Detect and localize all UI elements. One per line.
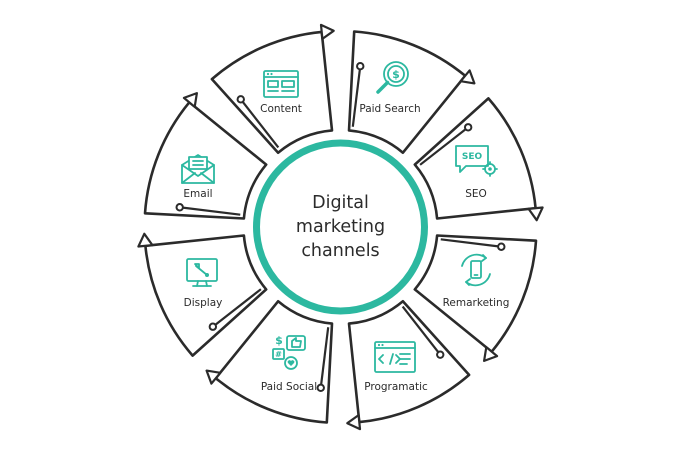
phone-cycle-icon — [461, 253, 491, 287]
center-hub: Digital marketing channels — [253, 139, 428, 315]
arrowhead-email — [319, 23, 335, 40]
connector-remarketing — [401, 305, 442, 356]
channel-label-display: Display — [184, 297, 223, 309]
channel-label-content: Content — [260, 103, 302, 115]
segment-seo — [413, 234, 538, 353]
connector-dot-seo — [497, 242, 506, 251]
connector-paid-social — [212, 288, 262, 328]
social-like-icon: $ # — [272, 334, 306, 370]
magnifier-dollar-icon: $ — [376, 61, 409, 94]
monitor-icon — [186, 258, 218, 287]
arrowhead-content — [459, 69, 476, 85]
channel-label-paid-search: Paid Search — [359, 103, 420, 115]
channel-label-programatic: Programatic — [364, 381, 428, 393]
connector-dot-paid-social — [208, 322, 218, 331]
center-title-line-1: Digital — [312, 193, 369, 213]
connector-seo — [440, 238, 502, 248]
arrowhead-remarketing — [346, 414, 362, 431]
svg-text:SEO: SEO — [462, 152, 483, 162]
segment-remarketing — [347, 300, 471, 424]
channel-label-seo: SEO — [465, 188, 487, 200]
connector-paid-search — [419, 126, 469, 166]
arrowhead-paid-search — [527, 206, 544, 222]
center-title-line-3: channels — [301, 241, 379, 261]
connector-dot-remarketing — [436, 350, 445, 359]
connector-programatic — [319, 327, 330, 388]
segment-programatic — [214, 300, 334, 424]
arrowhead-paid-social — [137, 232, 154, 248]
channel-label-paid-social: Paid Social — [261, 381, 317, 393]
browser-layout-icon — [263, 70, 299, 98]
segment-email — [210, 30, 334, 154]
arrowhead-programatic — [205, 369, 222, 385]
channel-label-remarketing: Remarketing — [443, 297, 510, 309]
connector-email — [239, 98, 280, 149]
svg-text:$: $ — [392, 68, 400, 81]
connector-dot-email — [236, 95, 245, 104]
arrowhead-display — [182, 92, 198, 108]
svg-text:$: $ — [275, 334, 283, 347]
channel-label-email: Email — [183, 188, 212, 200]
connector-dot-content — [356, 62, 365, 71]
segment-paid-social — [144, 234, 268, 357]
seo-chat-gear-icon: SEO — [455, 145, 498, 177]
connector-dot-programatic — [316, 383, 325, 392]
center-ring — [253, 139, 428, 315]
connector-dot-paid-search — [463, 123, 473, 132]
code-window-icon — [374, 341, 416, 373]
segment-content — [347, 30, 467, 154]
svg-text:#: # — [275, 350, 282, 359]
arrowhead-seo — [483, 346, 499, 362]
segment-paid-search — [413, 97, 537, 220]
connector-content — [351, 66, 362, 127]
center-title-line-2: marketing — [296, 217, 385, 237]
segment-ring — [137, 23, 544, 431]
connector-dot-display — [175, 203, 184, 212]
envelope-icon — [181, 154, 215, 184]
connector-display — [179, 206, 241, 216]
